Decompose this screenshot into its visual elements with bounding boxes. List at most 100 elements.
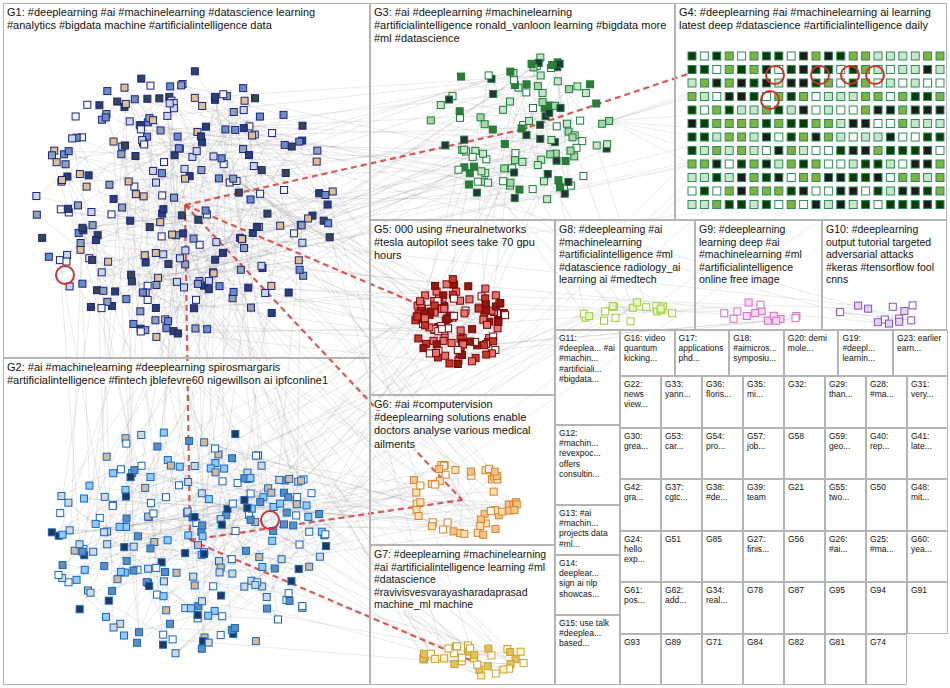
vertex xyxy=(924,66,932,74)
vertex xyxy=(482,285,489,292)
vertex xyxy=(167,83,174,90)
vertex xyxy=(725,201,733,209)
network-edge xyxy=(609,76,756,121)
vertex xyxy=(492,292,499,299)
group-panel: G55: two... xyxy=(825,479,866,531)
vertex xyxy=(306,528,313,535)
vertex xyxy=(627,318,634,325)
vertex xyxy=(688,93,696,101)
vertex xyxy=(194,542,201,549)
vertex xyxy=(862,52,870,60)
network-edge xyxy=(232,316,454,559)
group-panel: G22: news view... xyxy=(620,376,661,428)
vertex xyxy=(554,78,561,85)
vertex xyxy=(79,548,86,555)
vertex xyxy=(81,566,88,573)
vertex xyxy=(329,188,336,195)
vertex xyxy=(169,636,176,643)
vertex xyxy=(296,541,303,548)
vertex xyxy=(485,179,492,186)
vertex xyxy=(911,52,919,60)
vertex xyxy=(286,475,293,482)
vertex xyxy=(442,352,449,359)
group-panel: G57: job... xyxy=(743,428,784,480)
vertex xyxy=(199,103,206,110)
vertex xyxy=(86,482,93,489)
vertex xyxy=(446,360,453,367)
vertex xyxy=(587,81,594,88)
vertex xyxy=(688,79,696,87)
vertex xyxy=(541,178,548,185)
network-edge xyxy=(609,101,898,121)
vertex xyxy=(241,245,248,252)
vertex xyxy=(534,162,541,169)
vertex xyxy=(461,146,468,153)
vertex xyxy=(109,502,116,509)
vertex xyxy=(153,179,160,186)
vertex xyxy=(862,174,870,182)
vertex xyxy=(138,431,145,438)
vertex xyxy=(757,301,764,308)
network-edge xyxy=(70,88,244,286)
vertex xyxy=(101,563,108,570)
vertex xyxy=(725,106,733,114)
vertex xyxy=(899,66,907,74)
vertex xyxy=(145,565,152,572)
vertex xyxy=(57,206,64,213)
vertex xyxy=(242,547,249,554)
group-panel: G31: very... xyxy=(907,376,948,428)
vertex xyxy=(191,68,198,75)
vertex xyxy=(862,133,870,141)
vertex xyxy=(911,66,919,74)
vertex xyxy=(750,174,758,182)
vertex xyxy=(485,72,492,79)
vertex xyxy=(180,284,187,291)
vertex xyxy=(162,494,169,501)
vertex xyxy=(285,494,292,501)
vertex xyxy=(417,482,424,489)
vertex xyxy=(787,93,795,101)
vertex xyxy=(473,189,480,196)
vertex xyxy=(475,305,482,312)
vertex xyxy=(232,528,239,535)
vertex xyxy=(142,259,149,266)
vertex xyxy=(173,278,180,285)
vertex xyxy=(178,212,185,219)
vertex xyxy=(862,147,870,155)
vertex xyxy=(500,178,507,185)
vertex xyxy=(201,439,208,446)
panel-text-area: G29: than... xyxy=(826,377,865,401)
network-edge xyxy=(85,307,614,570)
vertex xyxy=(152,317,159,324)
vertex xyxy=(688,147,696,155)
vertex xyxy=(837,201,845,209)
vertex xyxy=(775,201,783,209)
vertex xyxy=(451,661,458,668)
vertex xyxy=(139,289,146,296)
vertex xyxy=(762,187,770,195)
vertex xyxy=(824,147,832,155)
vertex xyxy=(537,121,544,128)
vertex xyxy=(849,133,857,141)
vertex xyxy=(450,312,457,319)
group-label: G57: job... xyxy=(747,431,765,451)
vertex xyxy=(500,666,507,673)
vertex xyxy=(257,498,264,505)
group-label: G50 xyxy=(870,482,886,492)
vertex xyxy=(56,257,63,264)
network-edge xyxy=(145,455,258,488)
vertex xyxy=(606,117,613,124)
vertex xyxy=(477,114,484,121)
group-label: G18: #aimicros... symposiu... xyxy=(733,333,776,363)
panel-text-area: G50 xyxy=(867,480,906,494)
vertex xyxy=(144,95,151,102)
vertex xyxy=(500,106,507,113)
vertex xyxy=(118,151,125,158)
vertex xyxy=(160,206,167,213)
vertex xyxy=(688,120,696,128)
vertex xyxy=(316,511,323,518)
vertex xyxy=(604,141,611,148)
vertex xyxy=(837,187,845,195)
vertex xyxy=(110,138,117,145)
vertex xyxy=(688,174,696,182)
